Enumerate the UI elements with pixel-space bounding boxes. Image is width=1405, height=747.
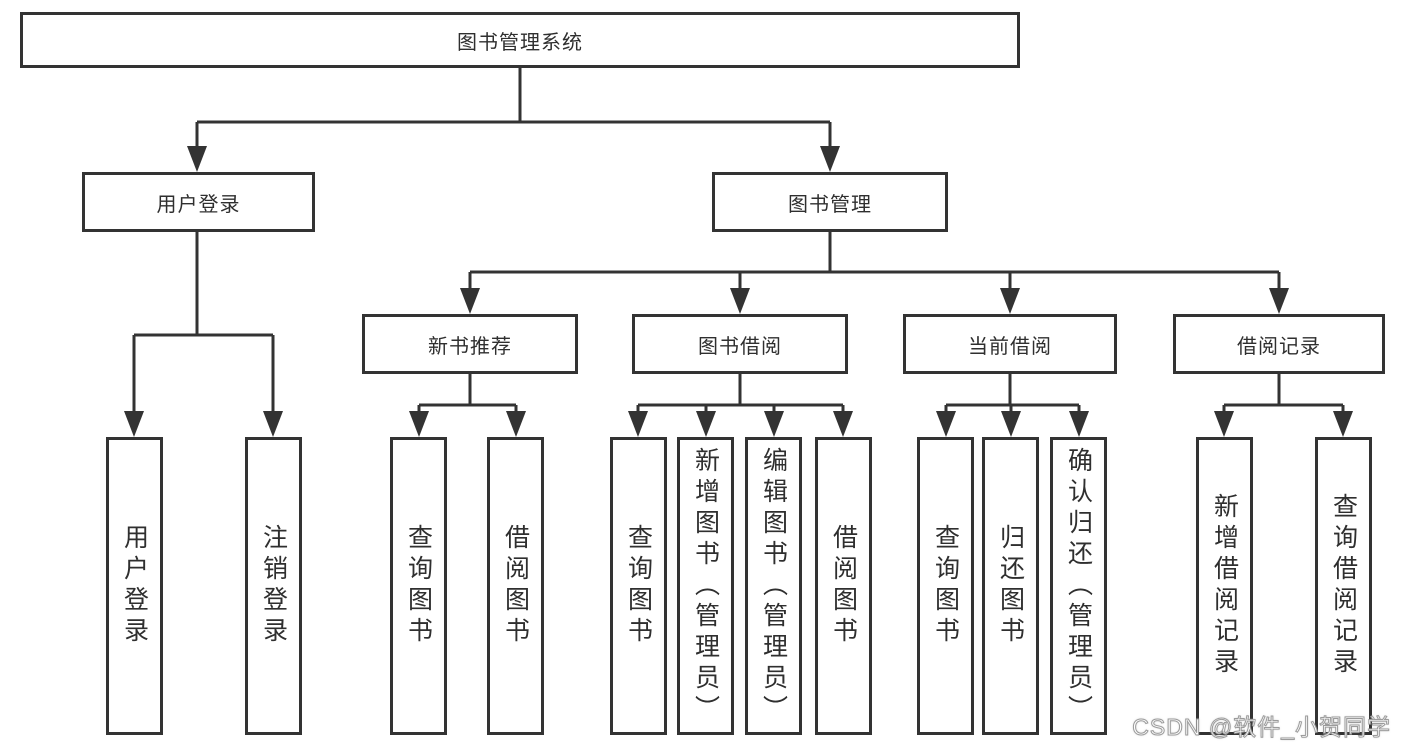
- leaf-edit-books-admin: 编辑图书（管理员）: [745, 437, 802, 735]
- node-user-login: 用户登录: [82, 172, 315, 232]
- node-book-management: 图书管理: [712, 172, 948, 232]
- watermark: CSDN @软件_小贺同学: [1132, 714, 1391, 741]
- node-book-borrow: 图书借阅: [632, 314, 848, 374]
- leaf-borrow-books-recommend: 借阅图书: [487, 437, 544, 735]
- node-borrow-records: 借阅记录: [1173, 314, 1385, 374]
- leaf-borrow-books-borrow: 借阅图书: [815, 437, 872, 735]
- leaf-query-borrow-record: 查询借阅记录: [1315, 437, 1372, 735]
- leaf-confirm-return-admin: 确认归还（管理员）: [1050, 437, 1107, 735]
- leaf-logout: 注销登录: [245, 437, 302, 735]
- leaf-query-books-borrow: 查询图书: [610, 437, 667, 735]
- leaf-query-books-recommend: 查询图书: [390, 437, 447, 735]
- leaf-add-borrow-record: 新增借阅记录: [1196, 437, 1253, 735]
- node-library-system: 图书管理系统: [20, 12, 1020, 68]
- leaf-query-books-current: 查询图书: [917, 437, 974, 735]
- leaf-return-books: 归还图书: [982, 437, 1039, 735]
- leaf-user-login: 用户登录: [106, 437, 163, 735]
- node-new-book-recommend: 新书推荐: [362, 314, 578, 374]
- node-current-borrow: 当前借阅: [903, 314, 1117, 374]
- leaf-add-books-admin: 新增图书（管理员）: [677, 437, 734, 735]
